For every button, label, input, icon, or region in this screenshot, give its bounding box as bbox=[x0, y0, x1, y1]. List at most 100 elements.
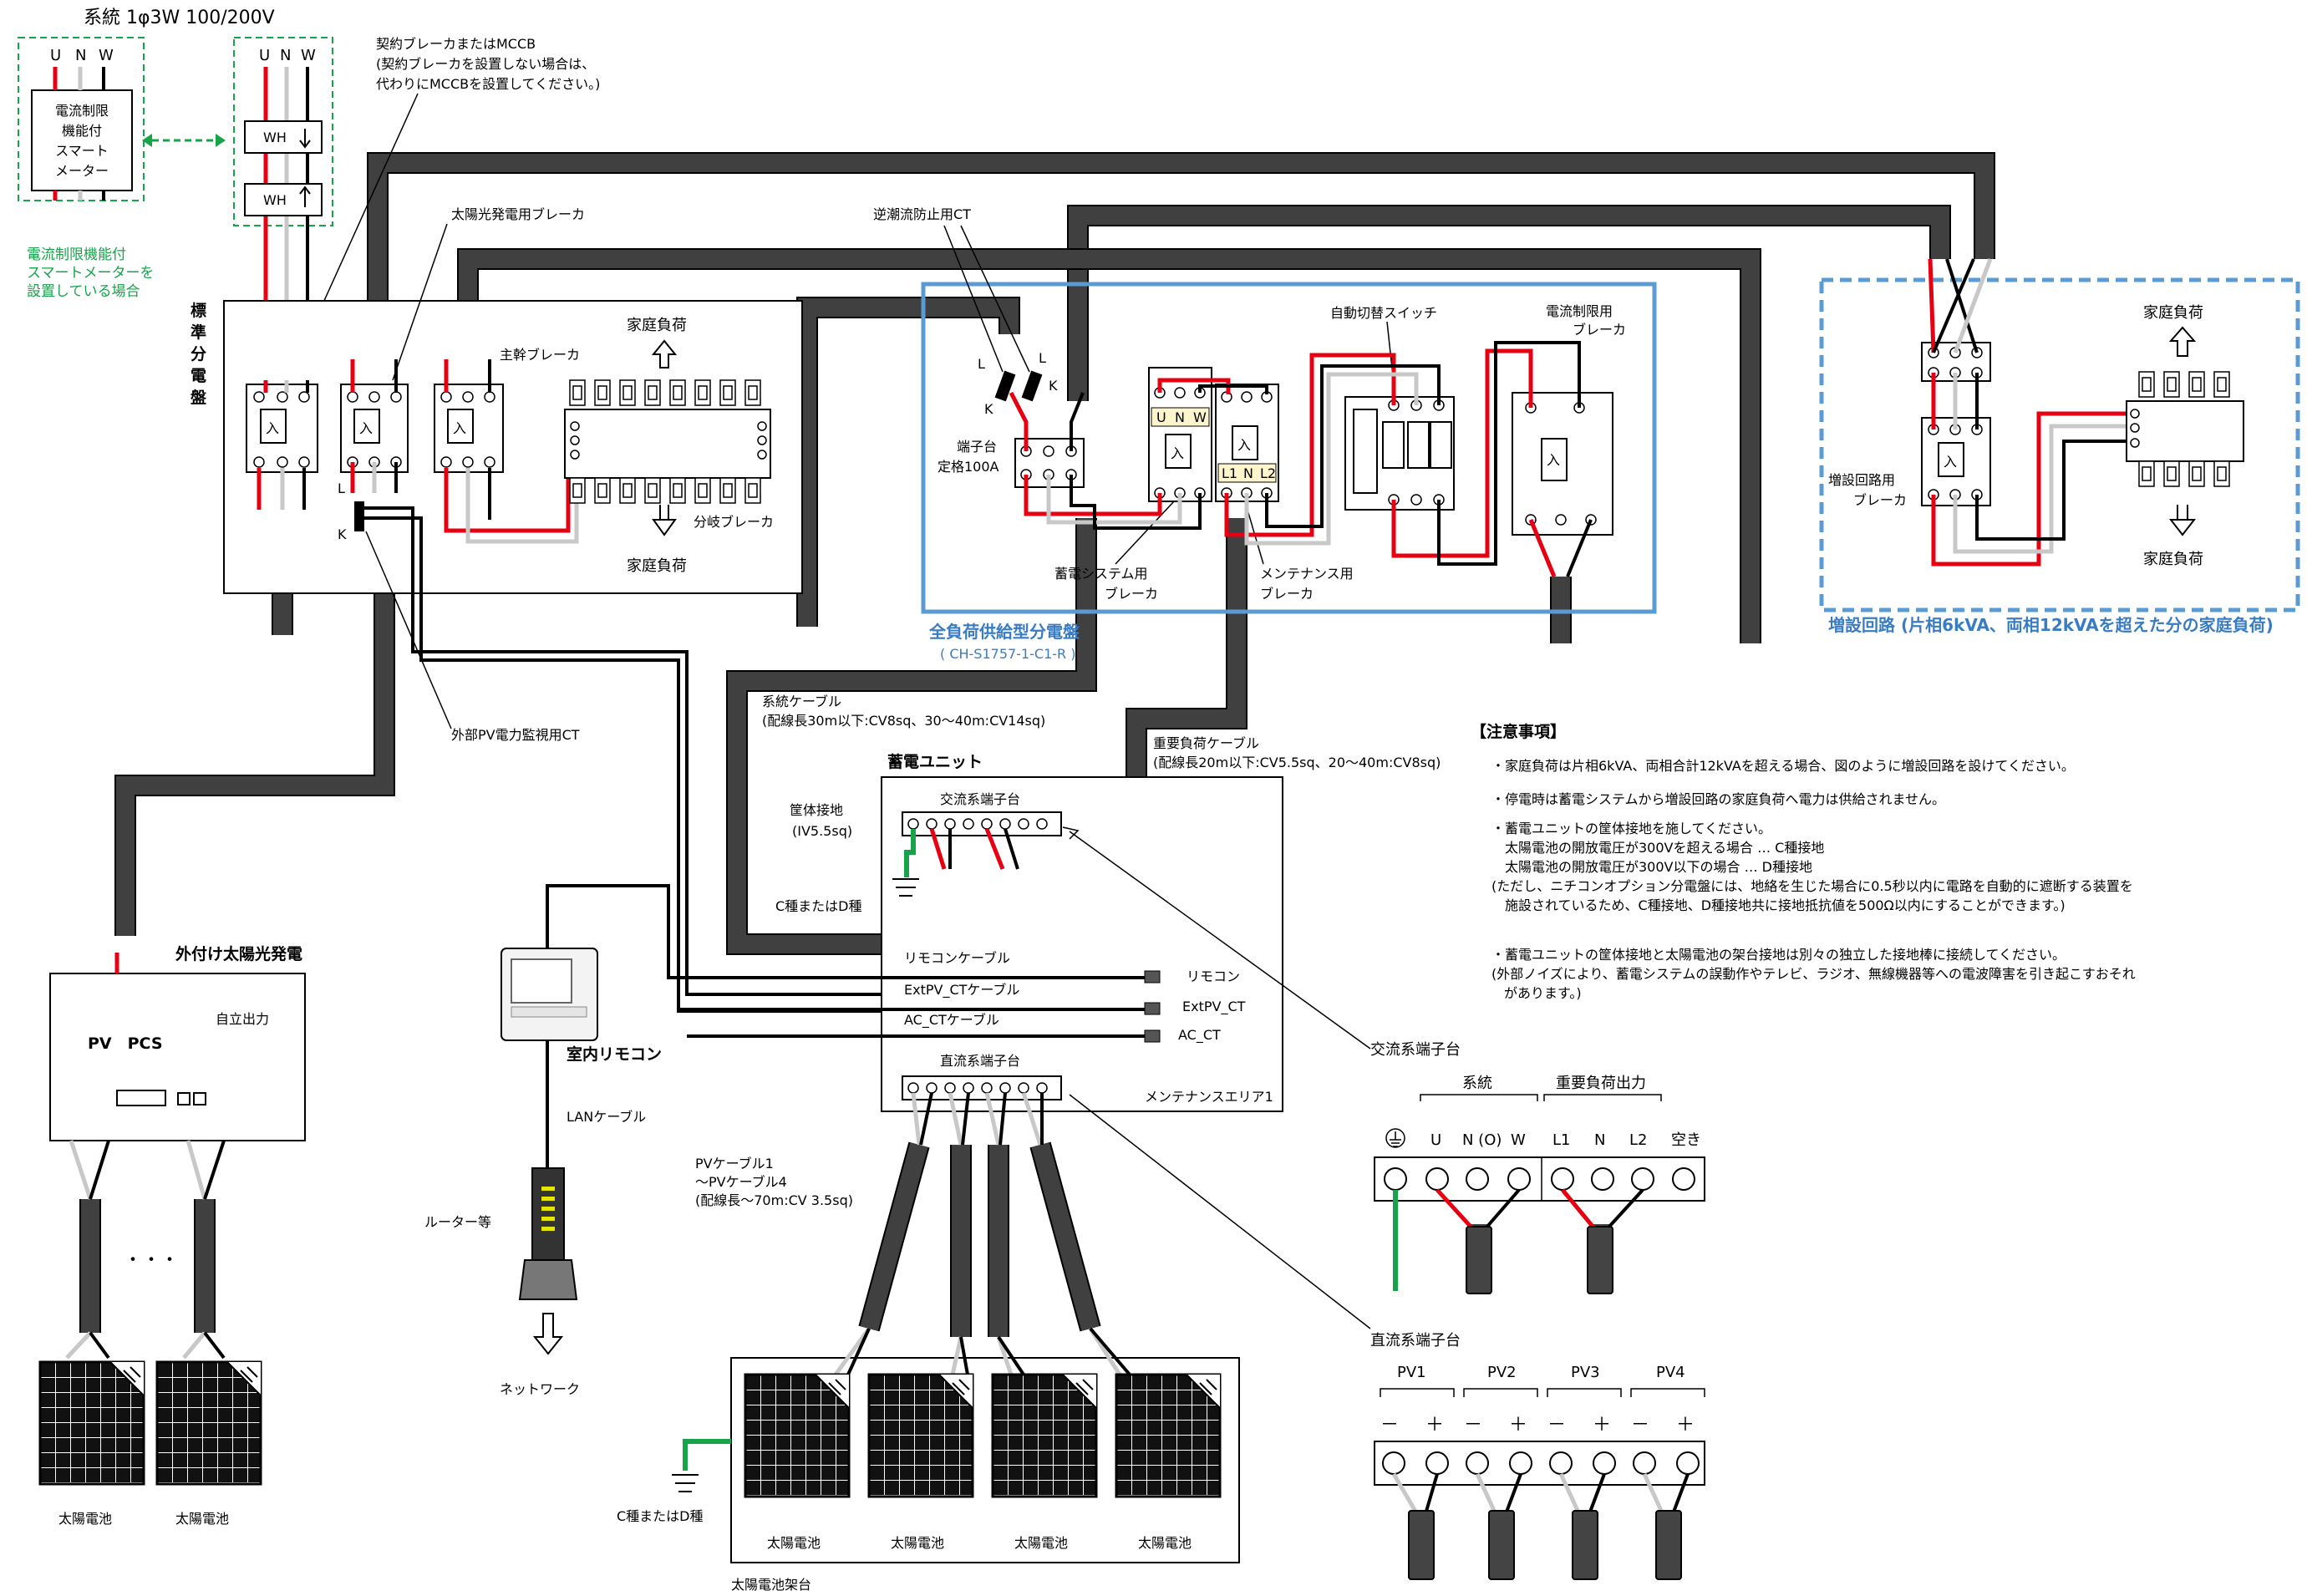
svg-text:蓄電システム用: 蓄電システム用 bbox=[1054, 566, 1148, 582]
svg-text:太陽電池: 太陽電池 bbox=[175, 1511, 229, 1527]
svg-text:U: U bbox=[1430, 1131, 1441, 1149]
svg-text:標: 標 bbox=[191, 301, 206, 320]
svg-text:ブレーカ: ブレーカ bbox=[1853, 492, 1907, 508]
svg-text:入: 入 bbox=[359, 420, 373, 436]
svg-text:L: L bbox=[338, 480, 345, 496]
grid-cable-spec: (配線長30m以下:CV8sq、30～40m:CV14sq) bbox=[762, 713, 1045, 729]
svg-text:電流制限: 電流制限 bbox=[55, 103, 109, 119]
svg-text:WH: WH bbox=[263, 192, 287, 208]
svg-text:家庭負荷: 家庭負荷 bbox=[627, 317, 687, 334]
svg-text:LANケーブル: LANケーブル bbox=[567, 1109, 646, 1125]
dc-terminal-detail: 直流系端子台 PV1 PV2 PV3 PV4 － ＋ － ＋ － ＋ － ＋ bbox=[1370, 1332, 1705, 1580]
svg-text:＋: ＋ bbox=[1509, 1415, 1527, 1436]
svg-text:PV4: PV4 bbox=[1656, 1364, 1685, 1381]
svg-text:太陽電池: 太陽電池 bbox=[58, 1511, 112, 1527]
svg-text:自立出力: 自立出力 bbox=[216, 1011, 269, 1027]
svg-text:N: N bbox=[1594, 1131, 1605, 1149]
svg-text:AC_CTケーブル: AC_CTケーブル bbox=[904, 1012, 999, 1029]
svg-text:ExtPV_CT: ExtPV_CT bbox=[1182, 999, 1246, 1015]
svg-text:PV3: PV3 bbox=[1571, 1364, 1600, 1381]
svg-text:＋: ＋ bbox=[1593, 1415, 1611, 1436]
svg-text:施設されているため、C種接地、D種接地共に接地抵抗値を500: 施設されているため、C種接地、D種接地共に接地抵抗値を500Ω以内にすることがで… bbox=[1491, 897, 2066, 913]
external-pv-ct-label: 外部PV電力監視用CT bbox=[451, 727, 580, 743]
svg-text:蓄電ユニット: 蓄電ユニット bbox=[887, 752, 983, 771]
svg-text:空き: 空き bbox=[1671, 1131, 1701, 1149]
svg-text:筐体接地: 筐体接地 bbox=[790, 802, 843, 818]
svg-text:AC_CT: AC_CT bbox=[1178, 1027, 1221, 1044]
contract-breaker-note-3: 代わりにMCCBを設置してください。) bbox=[376, 76, 600, 92]
svg-text:交流系端子台: 交流系端子台 bbox=[940, 791, 1020, 807]
svg-text:ブレーカ: ブレーカ bbox=[1105, 586, 1158, 602]
svg-text:W: W bbox=[99, 47, 114, 64]
svg-text:－: － bbox=[1464, 1415, 1482, 1436]
svg-text:太陽電池: 太陽電池 bbox=[1014, 1535, 1068, 1551]
svg-text:電流制限用: 電流制限用 bbox=[1546, 303, 1613, 319]
svg-text:入: 入 bbox=[453, 420, 466, 436]
external-pv-system: 外付け太陽光発電 PV PCS 自立出力 ・・・ 太陽電池 太陽電池 bbox=[38, 944, 306, 1527]
svg-text:・蓄電ユニットの筐体接地を施してください。: ・蓄電ユニットの筐体接地を施してください。 bbox=[1491, 821, 1771, 836]
important-cable-spec: (配線長20m以下:CV5.5sq、20～40m:CV8sq) bbox=[1153, 755, 1441, 770]
svg-text:U: U bbox=[1156, 409, 1166, 425]
svg-text:(IV5.5sq): (IV5.5sq) bbox=[792, 823, 852, 839]
svg-text:分岐ブレーカ: 分岐ブレーカ bbox=[694, 514, 774, 530]
svg-text:ブレーカ: ブレーカ bbox=[1260, 586, 1314, 602]
important-cable-label: 重要負荷ケーブル bbox=[1153, 735, 1259, 751]
indoor-remote: 室内リモコン LANケーブル ルーター等 ネットワーク bbox=[424, 886, 662, 1397]
svg-text:N (O): N (O) bbox=[1462, 1131, 1502, 1149]
svg-text:K: K bbox=[1049, 378, 1058, 394]
grid-cable-label: 系統ケーブル bbox=[762, 694, 841, 709]
svg-text:太陽電池: 太陽電池 bbox=[891, 1535, 944, 1551]
svg-text:ルーター等: ルーター等 bbox=[424, 1214, 491, 1230]
storage-unit: 蓄電ユニット 交流系端子台 筐体接地 (IV5.5sq) C種またはD種 リモコ… bbox=[546, 752, 1371, 1329]
svg-text:(ただし、ニチコンオプション分電盤には、地絡を生じた場合に0: (ただし、ニチコンオプション分電盤には、地絡を生じた場合に0.5秒以内に電路を自… bbox=[1491, 878, 2133, 894]
svg-text:太陽電池の開放電圧が300Vを超える場合 … C種接地: 太陽電池の開放電圧が300Vを超える場合 … C種接地 bbox=[1491, 840, 1824, 856]
svg-text:WH: WH bbox=[263, 130, 287, 145]
full-load-panel: 全負荷供給型分電盤 ( CH-S1757-1-C1-R ) 端子台 定格100A… bbox=[921, 282, 1657, 662]
svg-text:L1: L1 bbox=[1552, 1131, 1570, 1149]
solar-array-rack: 太陽電池 太陽電池 太陽電池 太陽電池 太陽電池架台 C種またはD種 bbox=[617, 1327, 1240, 1593]
branch-breaker-block bbox=[564, 379, 771, 504]
svg-text:・家庭負荷は片相6kVA、両相合計12kVAを超える場合、図: ・家庭負荷は片相6kVA、両相合計12kVAを超える場合、図のように増設回路を設… bbox=[1491, 758, 2075, 774]
svg-text:入: 入 bbox=[1547, 452, 1560, 468]
svg-text:準: 準 bbox=[191, 323, 206, 342]
svg-text:自動切替スイッチ: 自動切替スイッチ bbox=[1330, 305, 1437, 321]
pv-cable-label-1: PVケーブル1 bbox=[695, 1156, 774, 1172]
svg-text:太陽電池: 太陽電池 bbox=[767, 1535, 821, 1551]
svg-text:全負荷供給型分電盤: 全負荷供給型分電盤 bbox=[928, 622, 1080, 642]
contract-breaker-note-2: (契約ブレーカを設置しない場合は、 bbox=[376, 56, 595, 72]
main-breaker: 入 bbox=[434, 384, 504, 473]
svg-text:交流系端子台: 交流系端子台 bbox=[1370, 1041, 1461, 1059]
svg-text:太陽電池の開放電圧が300V以下の場合 … D種接地: 太陽電池の開放電圧が300V以下の場合 … D種接地 bbox=[1491, 859, 1812, 875]
svg-text:太陽光発電用ブレーカ: 太陽光発電用ブレーカ bbox=[451, 206, 585, 222]
svg-text:・・・: ・・・ bbox=[124, 1250, 179, 1271]
svg-text:C種またはD種: C種またはD種 bbox=[617, 1508, 704, 1524]
svg-text:K: K bbox=[984, 401, 993, 417]
svg-text:盤: 盤 bbox=[191, 388, 207, 407]
svg-text:L1: L1 bbox=[1222, 465, 1237, 481]
pv-cable-label-3: (配線長～70m:CV 3.5sq) bbox=[695, 1192, 853, 1208]
svg-text:W: W bbox=[1193, 409, 1207, 425]
svg-text:－: － bbox=[1380, 1415, 1399, 1436]
svg-text:N: N bbox=[280, 47, 291, 64]
svg-text:PV2: PV2 bbox=[1487, 1364, 1517, 1381]
svg-text:外付け太陽光発電: 外付け太陽光発電 bbox=[175, 944, 302, 963]
svg-text:L: L bbox=[978, 356, 985, 372]
svg-text:増設回路用: 増設回路用 bbox=[1828, 472, 1895, 488]
svg-text:ネットワーク: ネットワーク bbox=[500, 1381, 580, 1397]
svg-text:K: K bbox=[338, 526, 347, 542]
svg-text:N: N bbox=[1243, 465, 1253, 481]
svg-text:【注意事項】: 【注意事項】 bbox=[1471, 722, 1566, 741]
svg-text:L2: L2 bbox=[1260, 465, 1276, 481]
svg-text:PV PCS: PV PCS bbox=[88, 1034, 163, 1053]
svg-text:入: 入 bbox=[1171, 445, 1184, 461]
svg-text:ExtPV_CTケーブル: ExtPV_CTケーブル bbox=[904, 982, 1019, 999]
standard-distribution-panel: 標 準 分 電 盤 入 入 入 bbox=[191, 206, 803, 594]
svg-text:定格100A: 定格100A bbox=[938, 459, 999, 475]
svg-text:( CH-S1757-1-C1-R ): ( CH-S1757-1-C1-R ) bbox=[940, 646, 1075, 662]
auto-transfer-switch bbox=[1344, 396, 1455, 511]
maintenance-breaker: 入 L1 N L2 bbox=[1215, 384, 1279, 502]
extension-circuit: 入 家庭負荷 家庭負荷 増設回路用 ブレーカ 増設回路 (片相6kVA、両相12… bbox=[1819, 258, 2300, 635]
svg-text:機能付: 機能付 bbox=[62, 123, 102, 139]
svg-text:PV1: PV1 bbox=[1397, 1364, 1426, 1381]
